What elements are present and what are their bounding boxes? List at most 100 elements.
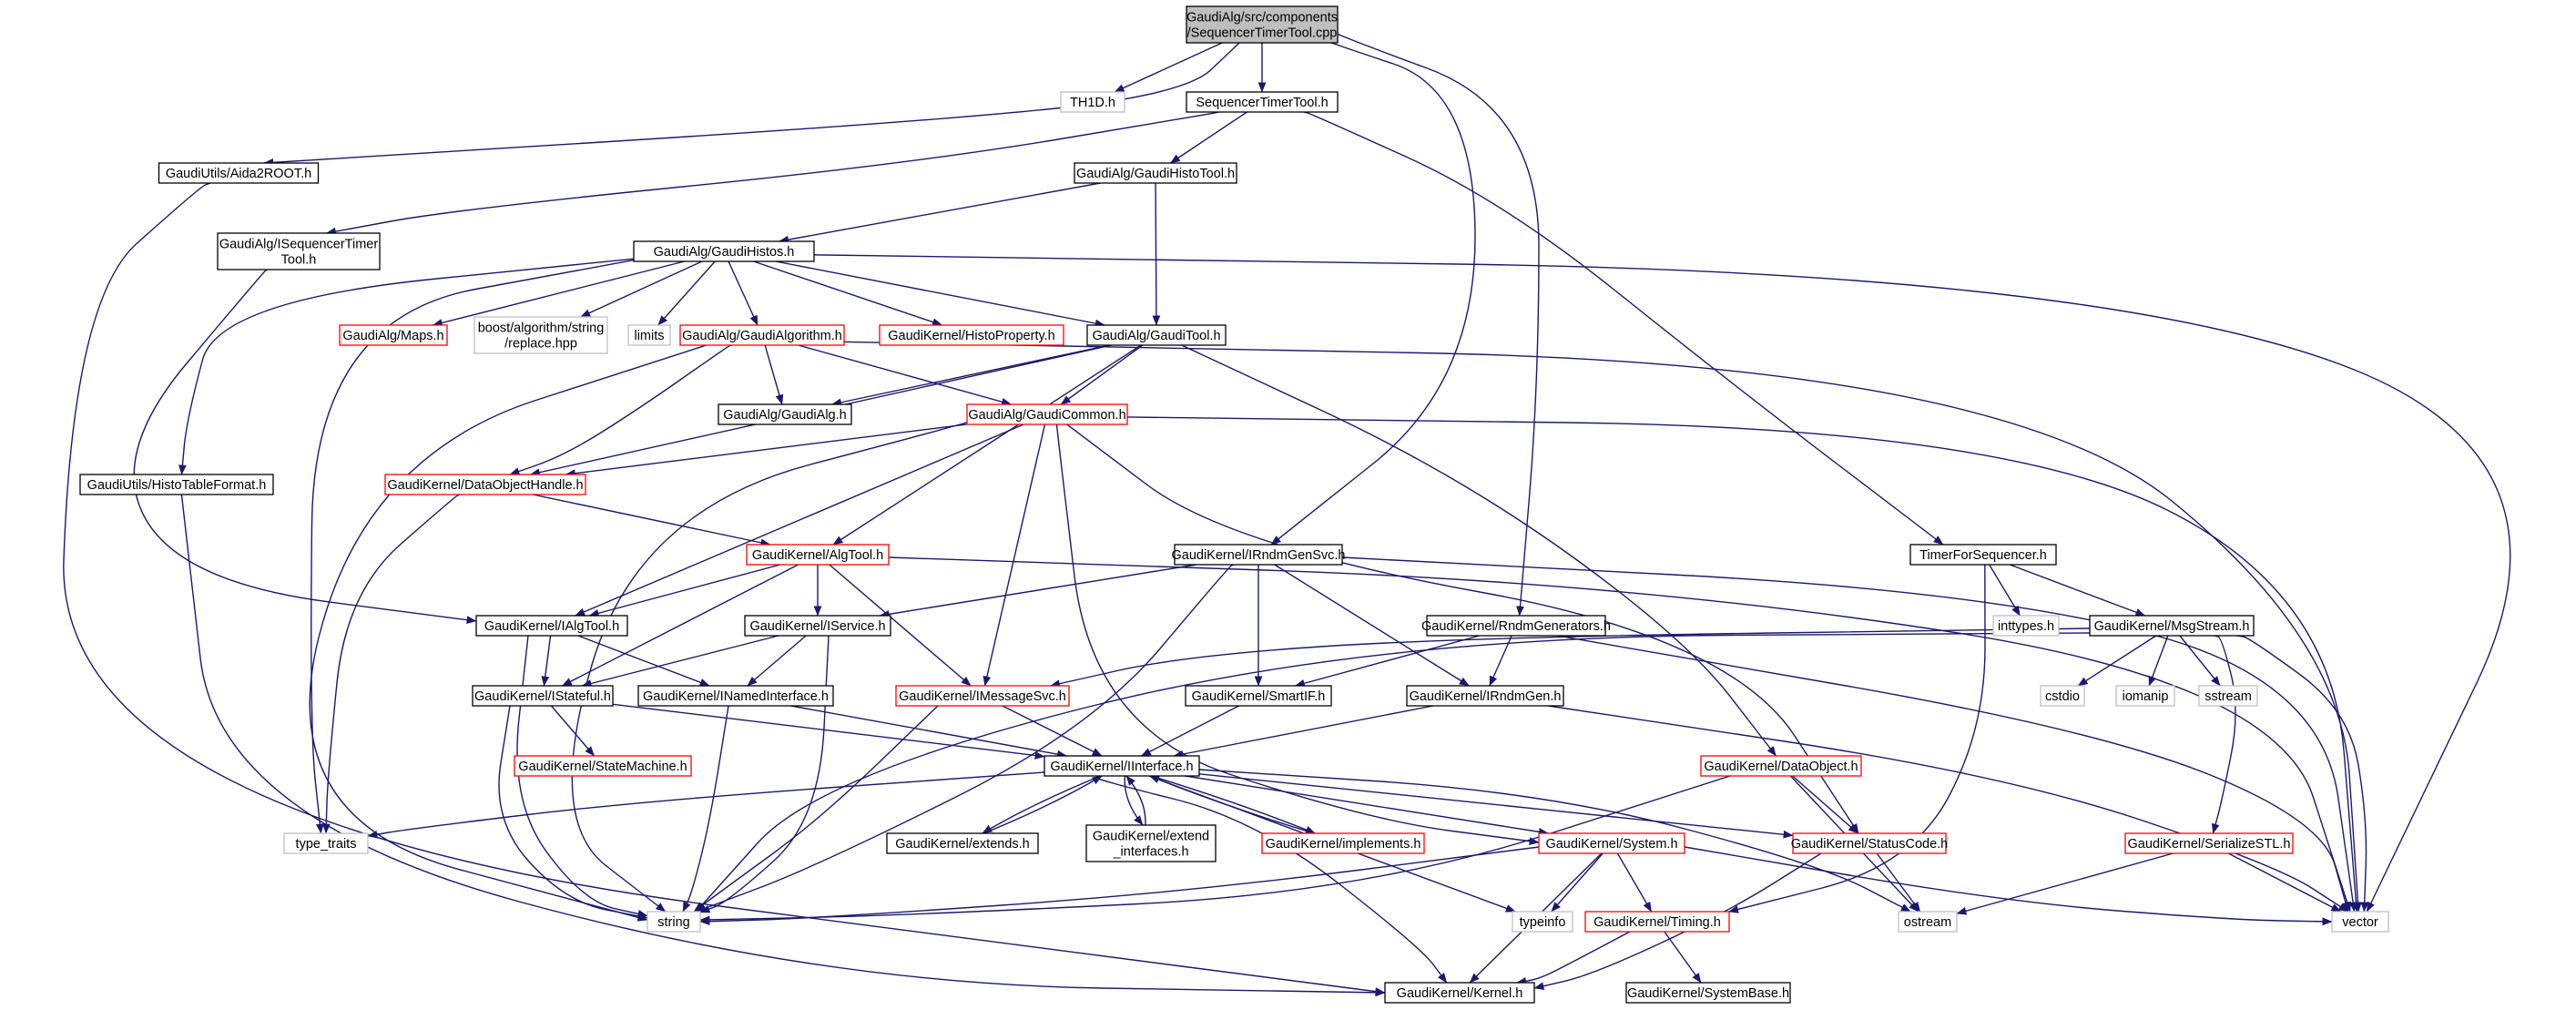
node-label: TH1D.h (1070, 96, 1115, 110)
node-inttypes[interactable]: inttypes.h (1992, 615, 2060, 637)
node-seqtt[interactable]: SequencerTimerTool.h (1186, 91, 1339, 113)
node-box (1086, 324, 1227, 346)
edge-algtool-to-imsgsvc (829, 564, 972, 687)
edge-iinterface-to-extends (982, 775, 1101, 834)
edge-gaudialgo-to-gaudicommon (798, 344, 1012, 406)
node-box (633, 240, 815, 262)
node-dataobjhandle[interactable]: GaudiKernel/DataObjectHandle.h (384, 474, 586, 495)
node-box (1085, 824, 1217, 862)
node-string[interactable]: string (647, 911, 701, 933)
node-timing[interactable]: GaudiKernel/Timing.h (1584, 911, 1730, 933)
edge-msgstream-to-sstream (2179, 635, 2221, 687)
node-histotable[interactable]: GaudiUtils/HistoTableFormat.h (79, 474, 274, 495)
edge-statuscode-to-ostream (1876, 852, 1921, 913)
node-histoprop[interactable]: GaudiKernel/HistoProperty.h (879, 324, 1064, 346)
edge-smartif-to-iinterface (1140, 705, 1239, 757)
node-typetraits[interactable]: type_traits (283, 832, 369, 854)
node-label: GaudiKernel/Kernel.h (1397, 986, 1523, 1001)
node-label: GaudiAlg/GaudiHistos.h (654, 245, 795, 260)
node-istateful[interactable]: GaudiKernel/IStateful.h (472, 685, 614, 707)
node-label: cstdio (2045, 689, 2080, 704)
node-irndmgensvc[interactable]: GaudiKernel/IRndmGenSvc.h (1171, 544, 1346, 566)
node-extends[interactable]: GaudiKernel/extends.h (886, 832, 1039, 854)
node-serializestl[interactable]: GaudiKernel/SerializeSTL.h (2124, 832, 2294, 854)
node-iinterface[interactable]: GaudiKernel/IInterface.h (1044, 755, 1200, 777)
edge-istateful-to-string (498, 705, 648, 921)
node-cstdio[interactable]: cstdio (2040, 685, 2085, 707)
node-label: GaudiAlg/GaudiAlgorithm.h (682, 329, 842, 343)
node-imsgsvc[interactable]: GaudiKernel/IMessageSvc.h (895, 685, 1070, 707)
node-iservice[interactable]: GaudiKernel/IService.h (744, 615, 891, 637)
node-iomanip[interactable]: iomanip (2115, 685, 2175, 707)
node-systembase[interactable]: GaudiKernel/SystemBase.h (1625, 982, 1791, 1004)
node-gaudialg[interactable]: GaudiAlg/GaudiAlg.h (718, 403, 852, 425)
node-maps[interactable]: GaudiAlg/Maps.h (339, 324, 448, 346)
edge-msgstream-to-cstdio (2077, 635, 2157, 687)
node-label: GaudiKernel/Timing.h (1593, 915, 1721, 930)
node-statemachine[interactable]: GaudiKernel/StateMachine.h (514, 755, 692, 777)
node-label: GaudiKernel/HistoProperty.h (888, 329, 1055, 343)
node-th1d[interactable]: TH1D.h (1060, 91, 1125, 113)
node-label: GaudiAlg/GaudiAlg.h (723, 408, 846, 423)
node-layer: GaudiAlg/src/components/SequencerTimerTo… (79, 5, 2389, 1004)
edge-histotable-to-kernel (180, 494, 1386, 997)
node-msgstream[interactable]: GaudiKernel/MsgStream.h (2089, 615, 2255, 637)
node-box (1406, 685, 1564, 707)
node-statuscode[interactable]: GaudiKernel/StatusCode.h (1791, 832, 1949, 854)
node-box (1898, 911, 1958, 933)
node-box (1426, 615, 1606, 637)
node-irndmgen[interactable]: GaudiKernel/IRndmGen.h (1406, 685, 1564, 707)
node-gaudicommon[interactable]: GaudiAlg/GaudiCommon.h (966, 403, 1128, 425)
node-box (886, 832, 1039, 854)
node-limits[interactable]: limits (627, 324, 671, 346)
node-histos[interactable]: GaudiAlg/GaudiHistos.h (633, 240, 815, 262)
edge-irndmgensvc-to-vector (1341, 556, 2357, 913)
node-system[interactable]: GaudiKernel/System.h (1538, 832, 1685, 854)
node-dataobject[interactable]: GaudiKernel/DataObject.h (1700, 755, 1862, 777)
node-typeinfo[interactable]: typeinfo (1512, 911, 1573, 933)
edge-root-to-irndmgensvc (1270, 38, 1476, 546)
node-box (879, 324, 1064, 346)
edge-inamed-to-string (682, 705, 729, 913)
edge-iinterface-to-kernel (1095, 775, 1448, 984)
node-label: _interfaces.h (1112, 845, 1188, 860)
edge-algtool-to-ialgtool (588, 564, 781, 617)
node-implements[interactable]: GaudiKernel/implements.h (1261, 832, 1425, 854)
node-gaudialgo[interactable]: GaudiAlg/GaudiAlgorithm.h (679, 324, 845, 346)
node-inamed[interactable]: GaudiKernel/INamedInterface.h (637, 685, 834, 707)
edge-iseqtt-to-ialgtool (133, 269, 477, 624)
node-kernel[interactable]: GaudiKernel/Kernel.h (1384, 982, 1535, 1004)
node-smartif[interactable]: GaudiKernel/SmartIF.h (1185, 685, 1332, 707)
node-box (158, 162, 320, 184)
node-box (1625, 982, 1791, 1004)
edge-msgstream-to-serializestl (2211, 635, 2236, 834)
node-box (1074, 162, 1237, 184)
node-rndmgens[interactable]: GaudiKernel/RndmGenerators.h (1421, 615, 1611, 637)
node-label: ostream (1904, 915, 1951, 930)
edge-algtool-to-istateful (561, 564, 799, 687)
node-algtool[interactable]: GaudiKernel/AlgTool.h (746, 544, 890, 566)
node-aida[interactable]: GaudiUtils/Aida2ROOT.h (158, 162, 320, 184)
node-box (1186, 91, 1339, 113)
node-label: /replace.hpp (504, 337, 577, 352)
edge-imsgsvc-to-iinterface (1002, 705, 1103, 757)
node-extendif[interactable]: GaudiKernel/extend_interfaces.h (1085, 824, 1217, 862)
node-label: GaudiKernel/SystemBase.h (1627, 986, 1789, 1001)
edge-dataobject-to-statuscode (1792, 775, 1858, 834)
node-box (2331, 911, 2389, 933)
node-vector[interactable]: vector (2331, 911, 2389, 933)
node-gauditool[interactable]: GaudiAlg/GaudiTool.h (1086, 324, 1227, 346)
node-label: GaudiAlg/GaudiTool.h (1092, 329, 1220, 343)
node-histotool[interactable]: GaudiAlg/GaudiHistoTool.h (1074, 162, 1237, 184)
node-ostream[interactable]: ostream (1898, 911, 1958, 933)
node-ialgtool[interactable]: GaudiKernel/IAlgTool.h (475, 615, 628, 637)
node-sstream[interactable]: sstream (2198, 685, 2258, 707)
node-box (627, 324, 671, 346)
edge-iservice-to-string (699, 635, 830, 913)
edge-iinterface-to-implements (1151, 775, 1316, 834)
node-root[interactable]: GaudiAlg/src/components/SequencerTimerTo… (1186, 5, 1339, 44)
node-boostrep[interactable]: boost/algorithm/string/replace.hpp (473, 316, 608, 354)
edge-system-to-timing (1616, 852, 1653, 913)
node-timerforseq[interactable]: TimerForSequencer.h (1909, 544, 2057, 566)
